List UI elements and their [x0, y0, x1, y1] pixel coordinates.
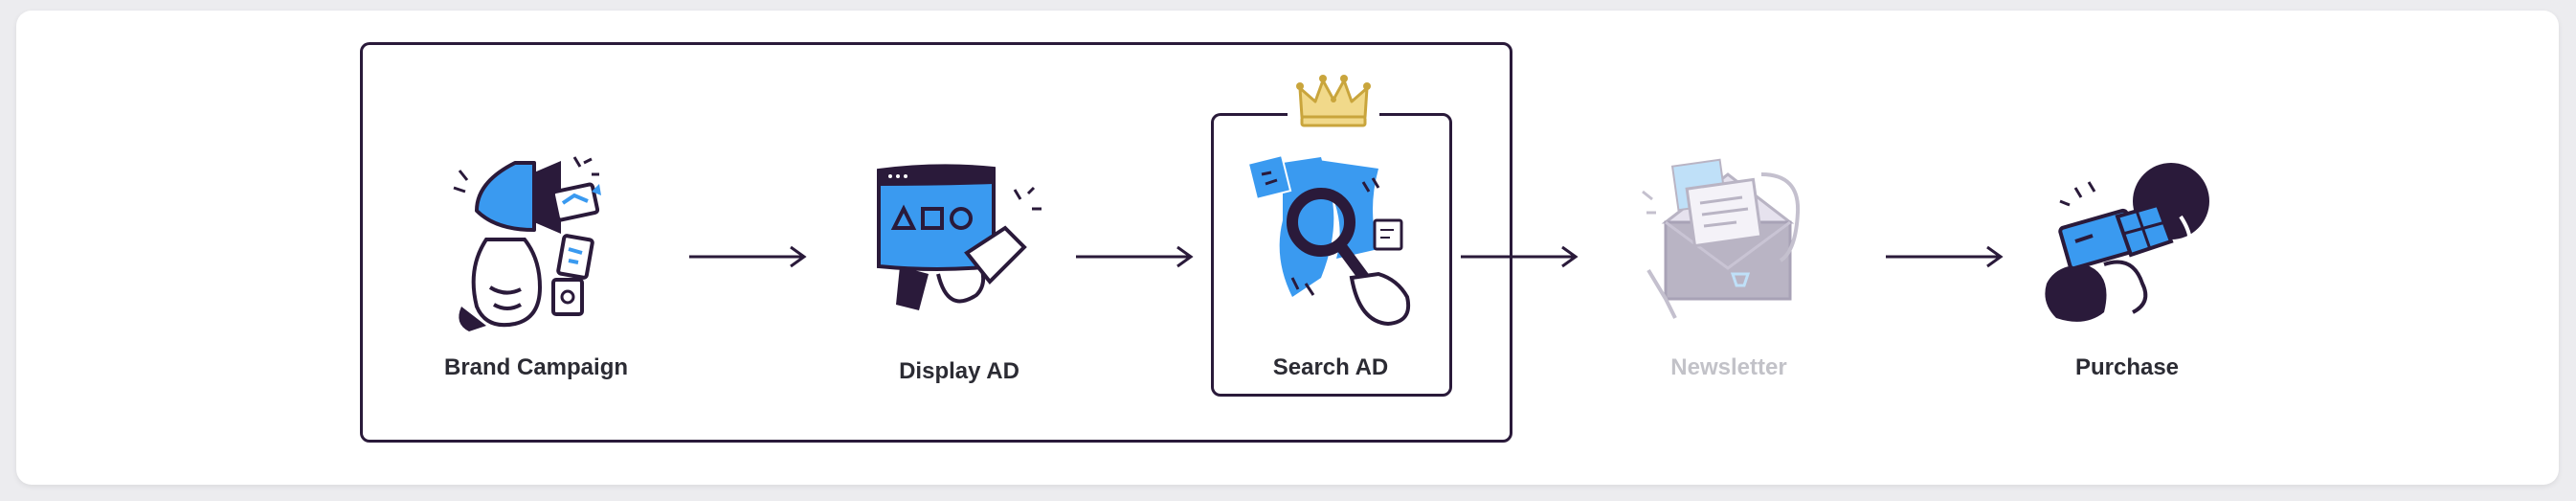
- crown-icon: [1296, 75, 1371, 127]
- envelope-news-icon: [1642, 158, 1801, 319]
- flow-arrow: [1461, 245, 1579, 268]
- flow-arrow: [1886, 245, 2004, 268]
- megaphone-icon: [453, 156, 601, 331]
- flow-arrow: [1076, 245, 1194, 268]
- flow-arrow: [689, 245, 807, 268]
- ad-stages-group-frame: [360, 42, 1512, 443]
- magnifier-icon: [1246, 153, 1410, 327]
- stage-label-brand-campaign: Brand Campaign: [443, 354, 629, 380]
- stage-label-purchase: Purchase: [2074, 354, 2180, 380]
- stage-label-search-ad: Search AD: [1272, 354, 1389, 380]
- card-package-icon: [2045, 163, 2209, 322]
- browser-ad-icon: [877, 164, 1042, 310]
- stage-label-newsletter: Newsletter: [1670, 354, 1787, 380]
- stage-label-display-ad: Display AD: [899, 358, 1019, 384]
